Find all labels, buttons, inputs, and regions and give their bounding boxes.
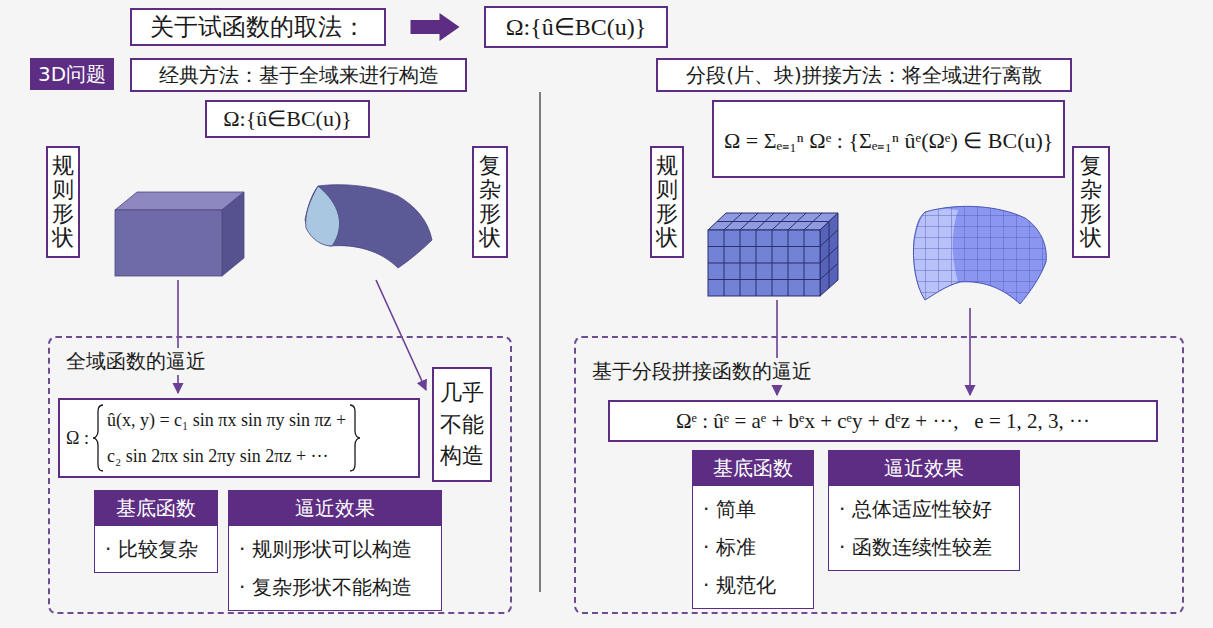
property-table: 逼近效果· 总体适应性较好· 函数连续性较差 [828,450,1020,571]
meshed-solid [913,206,1046,304]
table-header: 逼近效果 [828,450,1020,486]
solid-cube [115,192,244,276]
meshed-cube [708,213,838,296]
bullet-item: · 总体适应性较好 [839,490,1009,528]
table-body: · 简单· 标准· 规范化 [692,486,814,609]
formula-line: û(x, y) = c₁ sin πx sin πy sin πz + [107,402,346,438]
dashed-panel: 全域函数的逼近 Ω : û(x, y) = c₁ sin πx sin πy sin… [48,336,512,614]
property-table: 逼近效果· 规则形状可以构造· 复杂形状不能构造 [228,490,442,611]
brace [349,403,361,473]
shape-label-box: 复杂形状 [1072,146,1110,258]
table-body: · 总体适应性较好· 函数连续性较差 [828,486,1020,571]
box-text: 关于试函数的取法： [150,11,366,43]
tag-label: 3D问题 [30,58,114,90]
shape-label-box: 规则形状 [650,146,684,258]
box-text: 经典方法：基于全域来进行构造 [159,62,439,89]
heading-box: 经典方法：基于全域来进行构造 [130,58,467,92]
shape-label-box: 复杂形状 [472,146,508,258]
vertical-label: 规则形状 [656,154,678,251]
brace [92,403,104,473]
vertical-label: 复杂形状 [479,154,501,251]
panel-heading: 基于分段拼接函数的逼近 [588,358,816,385]
table-body: · 规则形状可以构造· 复杂形状不能构造 [228,526,442,611]
brace-path [93,405,103,471]
bullet-item: · 简单 [703,490,803,528]
table-header: 基底函数 [94,490,218,526]
brace-path [350,405,360,471]
property-table: 基底函数 · 比较复杂 [94,490,218,573]
table-header: 逼近效果 [228,490,442,526]
shape-label-box: 规则形状 [46,146,80,258]
property-table: 基底函数· 简单· 标准· 规范化 [692,450,814,609]
formula-text: Ω : [66,428,89,449]
formula-line: c₂ sin 2πx sin 2πy sin 2πz + ··· [107,438,346,474]
panel-heading: 全域函数的逼近 [62,348,210,375]
formula-box: Ω:{û∈BC(u)} [484,6,668,48]
formula-text: Ωᵉ : ûᵉ = aᵉ + bᵉx + cᵉy + dᵉz + ···, e … [676,409,1090,434]
note-text: 几乎不能构造 [440,377,484,473]
formula-text: Ω:{û∈BC(u)} [506,13,647,41]
formula-box: Ω : û(x, y) = c₁ sin πx sin πy sin πz +c₂… [58,398,420,478]
dashed-panel: 基于分段拼接函数的逼近 Ωᵉ : ûᵉ = aᵉ + bᵉx + cᵉy + dᵉ… [574,336,1184,614]
bullet-item: · 函数连续性较差 [839,528,1009,566]
formula-text: Ω:{û∈BC(u)} [223,106,352,132]
note-box: 几乎不能构造 [432,367,492,482]
bullet-item: · 标准 [703,528,803,566]
bullet-item: · 规范化 [703,566,803,604]
formula-lines: û(x, y) = c₁ sin πx sin πy sin πz +c₂ si… [107,402,346,474]
bullet-item: · 规则形状可以构造 [239,530,431,568]
bullet-item: · 复杂形状不能构造 [239,568,431,606]
tag-text: 3D问题 [38,61,106,88]
formula-text: Ω = Σₑ₌₁ⁿ Ωᵉ : {Σₑ₌₁ⁿ ûᵉ(Ωᵉ) ∈ BC(u)} [724,124,1053,154]
formula-box: Ω:{û∈BC(u)} [205,100,370,138]
formula-box: Ω = Σₑ₌₁ⁿ Ωᵉ : {Σₑ₌₁ⁿ ûᵉ(Ωᵉ) ∈ BC(u)} [712,100,1065,178]
heading-box: 分段(片、块)拼接方法：将全域进行离散 [656,58,1072,92]
bullet-item: · 比较复杂 [105,530,207,568]
block-arrow [411,13,460,41]
formula-box: Ωᵉ : ûᵉ = aᵉ + bᵉx + cᵉy + dᵉz + ···, e … [608,400,1158,442]
heading-box: 关于试函数的取法： [130,8,386,46]
box-text: 分段(片、块)拼接方法：将全域进行离散 [686,62,1042,89]
vertical-label: 规则形状 [52,154,74,251]
divider-line [539,92,541,592]
table-header: 基底函数 [692,450,814,486]
table-body: · 比较复杂 [94,526,218,573]
complex-solid [305,185,432,268]
vertical-label: 复杂形状 [1080,154,1102,251]
